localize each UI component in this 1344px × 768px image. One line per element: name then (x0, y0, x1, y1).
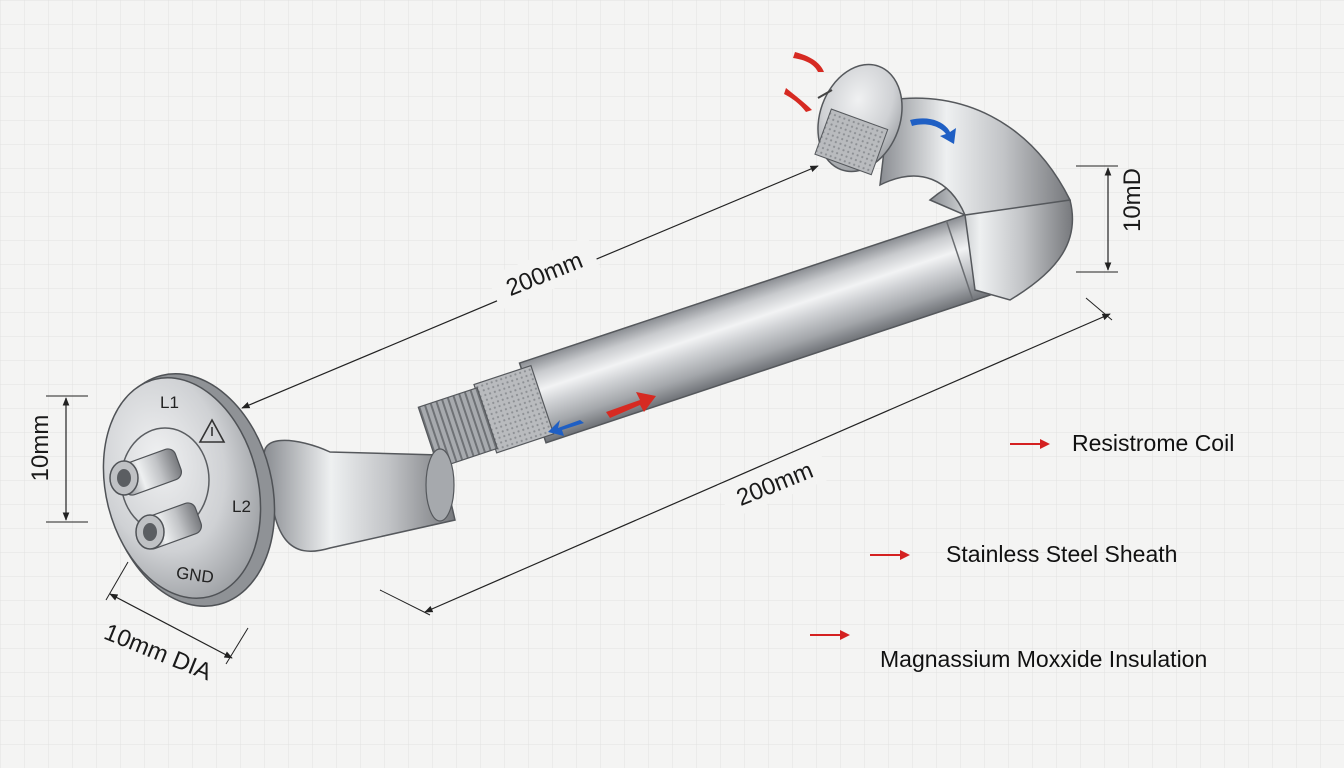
terminal-l2-label: L2 (232, 497, 251, 516)
flow-arrow-cold-top (910, 118, 956, 144)
red-arrow-icon (870, 549, 910, 560)
legend-label-sheath: Stainless Steel Sheath (946, 541, 1178, 567)
flow-arrow-hot-top (793, 52, 824, 72)
dimension-left-height: 10mm (27, 395, 88, 523)
terminal-l2-post (135, 502, 203, 550)
dimension-right-height: 10mD (1076, 165, 1146, 273)
legend-label-insulation: Magnassium Moxxide Insulation (880, 646, 1208, 672)
red-arrow-icon (810, 630, 850, 640)
warning-icon (198, 418, 226, 443)
legend-label-coil: Resistrome Coil (1072, 430, 1235, 456)
flow-arrow-hot-top-2 (784, 88, 812, 112)
legend-item-sheath: Stainless Steel Sheath (870, 541, 1177, 568)
terminal-l1-label: L1 (160, 393, 179, 412)
legend-item-coil: Resistrome Coil (1010, 430, 1234, 457)
legend-item-insulation: Magnassium Moxxide Insulation (810, 622, 1207, 672)
terminal-l1-post (109, 448, 183, 496)
dimension-right-height-label: 10mD (1119, 168, 1146, 232)
flange: L1 L2 GND (102, 373, 276, 607)
dimension-left-height-label: 10mm (27, 415, 54, 482)
red-arrow-icon (1010, 438, 1050, 449)
